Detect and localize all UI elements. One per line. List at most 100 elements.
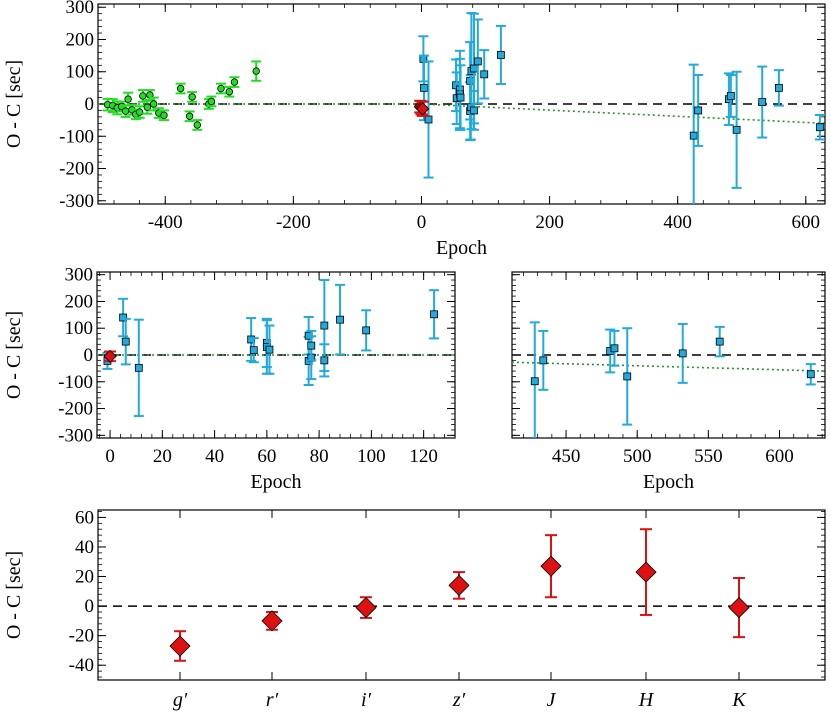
plot-frame [97,509,826,681]
x-tick-label: 450 [552,446,581,467]
square-marker [480,70,489,79]
diamond-marker [416,102,430,116]
y-tick-label: -100 [58,372,93,393]
square-marker [362,326,371,335]
data-point [693,73,704,147]
square-marker [623,372,632,381]
trend-line [511,361,826,372]
data-point [622,327,633,426]
y-axis-label: O - C [sec] [3,551,25,639]
square-marker [420,83,428,92]
x-tick-label: -200 [276,212,311,233]
data-point [224,85,235,98]
square-marker [815,123,824,132]
y-tick-label: 0 [85,94,95,115]
square-marker [424,115,433,124]
square-marker [320,321,329,330]
data-point [635,528,657,616]
x-tick-label: 600 [792,212,821,233]
y-tick-label: -300 [59,191,94,212]
data-layer [102,279,440,418]
y-tick-label: -300 [58,425,93,446]
square-marker [121,337,130,346]
category-label: z′ [452,689,466,711]
x-tick-label: 100 [357,446,386,467]
square-marker [732,125,741,134]
x-tick-label: 0 [417,212,427,233]
square-marker [470,106,478,115]
x-tick-label: 20 [153,446,172,467]
square-marker [456,93,465,102]
square-marker [530,377,539,386]
data-point [158,109,169,122]
data-layer [102,12,825,204]
data-point [184,110,195,123]
circle-marker [121,107,130,115]
data-point [448,571,470,600]
y-tick-label: 0 [84,345,94,366]
data-point [120,317,131,366]
data-point [538,329,549,391]
y-tick-label: 0 [85,596,95,617]
data-point [725,73,736,118]
circle-marker [225,88,234,96]
data-point [251,60,262,82]
square-marker [470,64,478,73]
circle-marker [207,97,216,106]
category-label: i′ [361,689,372,711]
category-label: K [731,689,747,711]
data-point [773,69,784,107]
category-label: J [547,689,557,711]
data-point [540,534,562,599]
square-marker [336,315,344,324]
circle-marker [135,108,144,116]
circle-marker [230,78,239,86]
data-point [677,322,688,384]
data-point [529,321,540,438]
data-point [472,18,483,105]
y-tick-label: 200 [65,291,94,312]
data-point [175,82,186,95]
data-point [306,329,317,362]
data-point [479,49,490,100]
x-tick-label: 60 [257,446,276,467]
diamond-marker [728,596,750,619]
category-label: H [638,689,655,711]
circle-marker [150,100,158,108]
category-label: g′ [173,689,188,711]
square-marker [473,57,482,66]
diamond-marker [540,555,562,577]
y-axis-label: O - C [sec] [3,311,25,399]
data-point [805,363,816,386]
x-tick-label: 500 [623,446,652,467]
x-tick-label: 200 [535,212,564,233]
data-point [731,70,742,189]
x-axis-label: Epoch [436,237,487,259]
square-marker [806,370,815,379]
circle-marker [193,121,201,129]
y-tick-label: 60 [75,507,94,528]
circle-marker [160,111,168,119]
square-marker [265,345,274,354]
data-point [103,349,117,363]
x-tick-label: 80 [310,446,329,467]
circle-marker [124,95,132,103]
circle-marker [252,67,260,75]
data-point [495,24,506,85]
data-point [609,329,620,367]
square-marker [119,313,128,322]
data-point [133,318,144,418]
diamond-marker [355,596,377,619]
x-axis-label: Epoch [250,471,301,493]
y-tick-label: 300 [65,265,94,286]
y-tick-label: 300 [66,0,95,18]
square-marker [774,83,783,92]
data-point [429,289,440,340]
y-tick-label: 100 [66,62,95,83]
data-point [134,105,145,119]
y-tick-label: -200 [59,159,94,180]
